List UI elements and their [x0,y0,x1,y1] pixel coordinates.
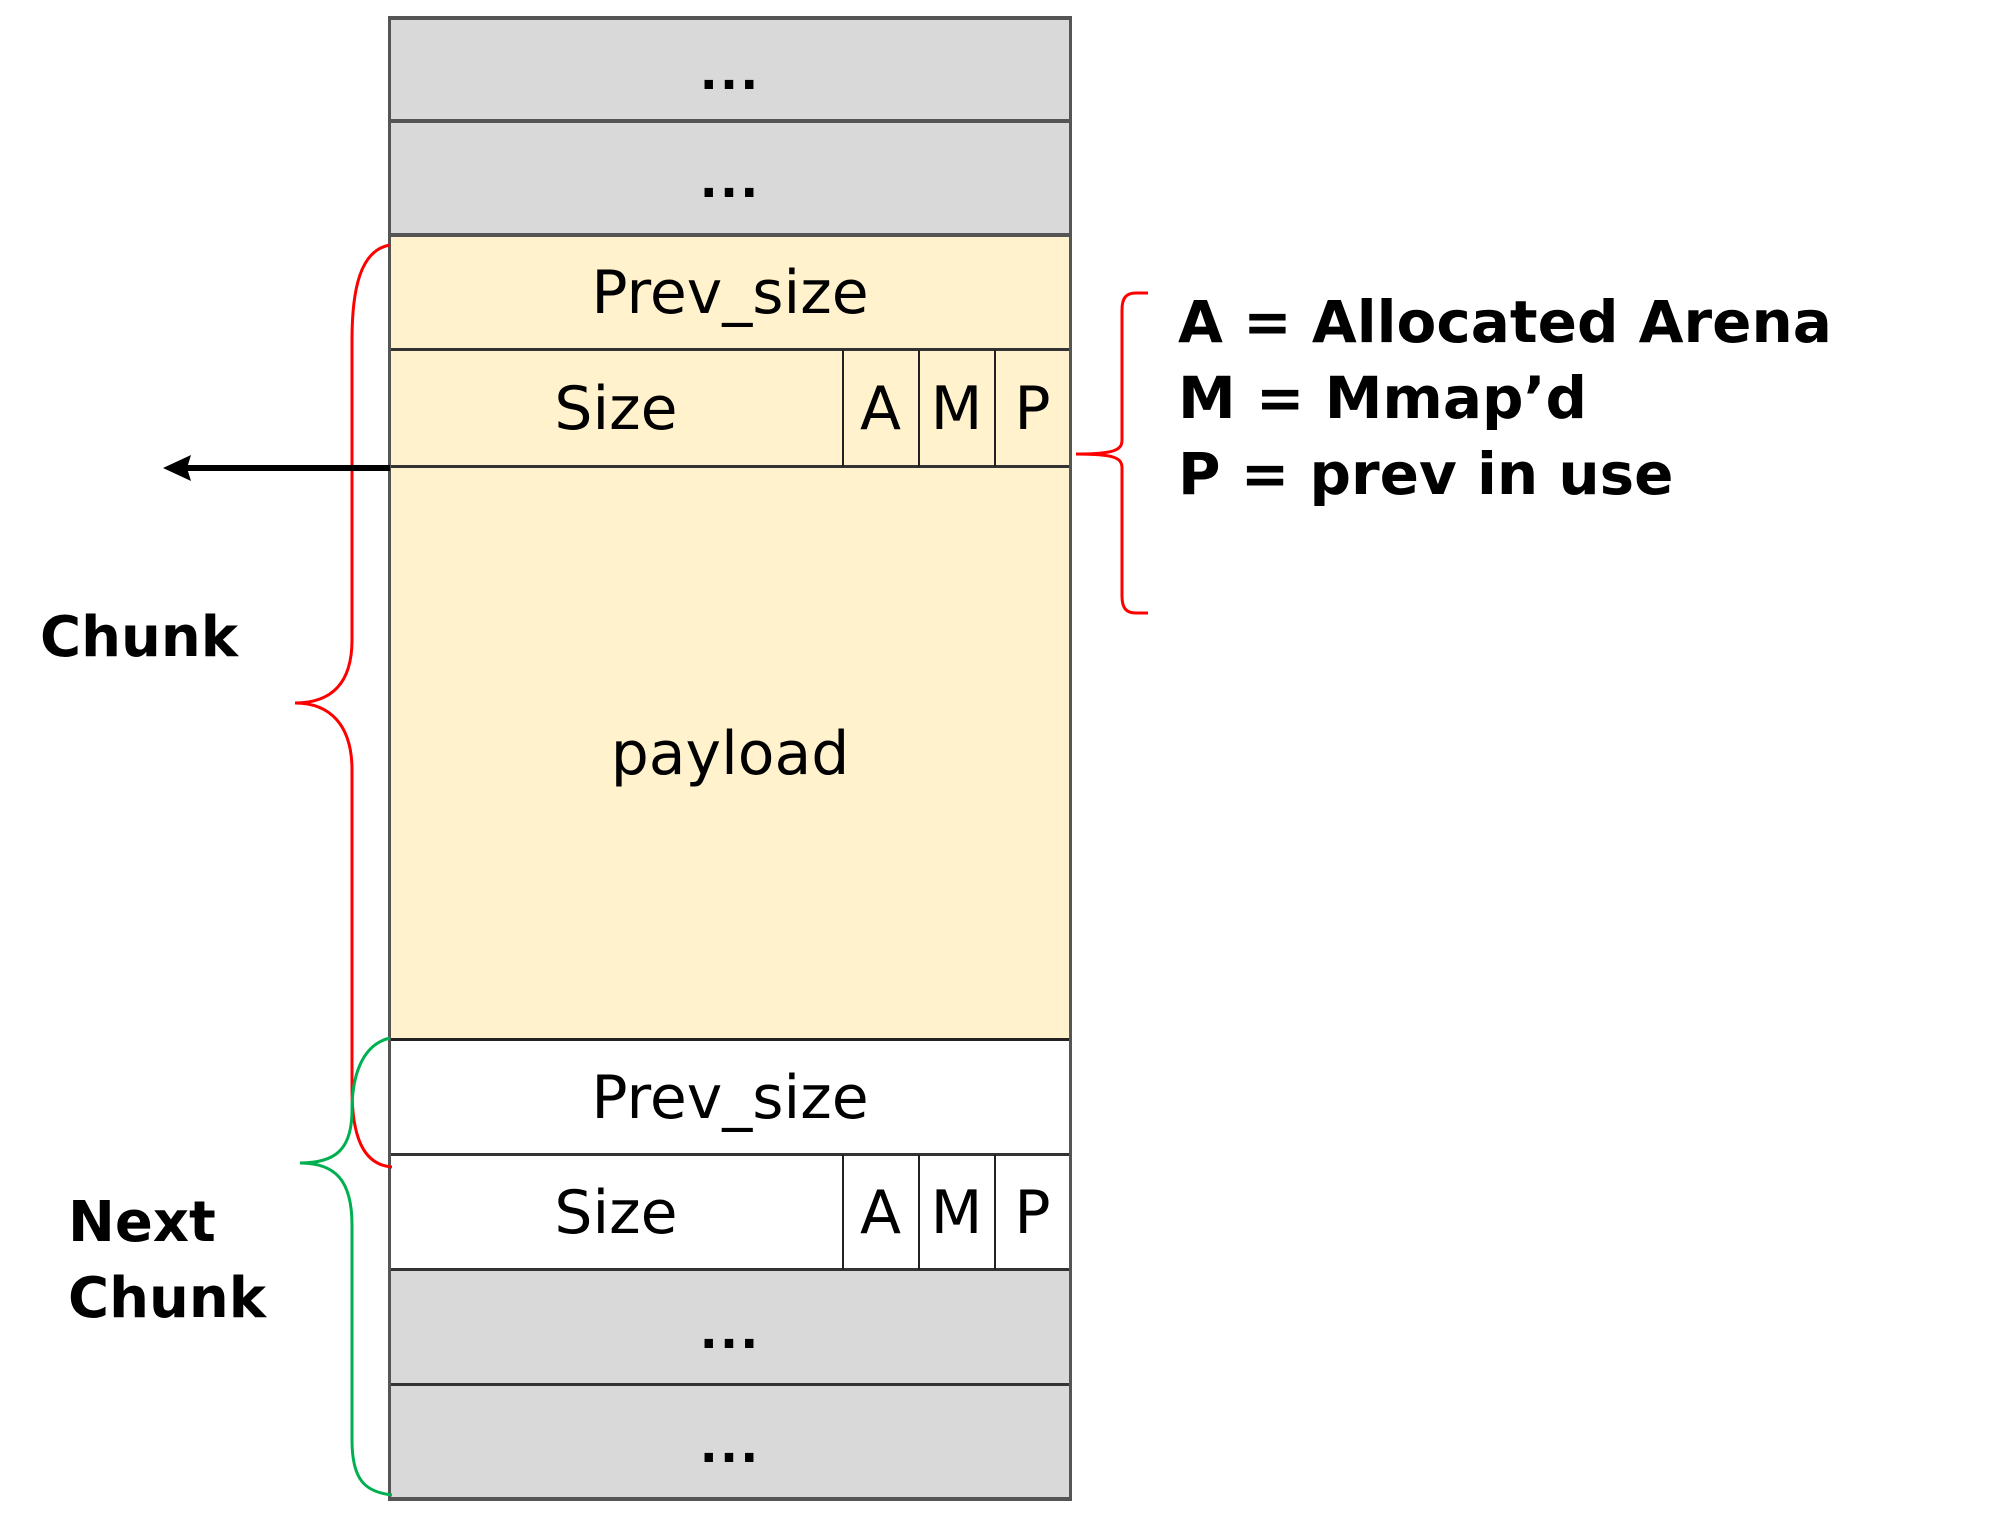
row-divider [388,465,1072,468]
flag-a: A [843,351,918,466]
filler-row-top-2: ... [390,121,1070,233]
filler-row-bottom-1: ... [390,1271,1070,1384]
ellipsis: ... [699,1303,761,1360]
flag-divider [918,350,920,467]
flag-divider [918,1155,920,1270]
row-divider [388,119,1072,123]
row-divider [388,233,1072,237]
legend-item-m: M = Mmap’d [1178,364,1588,432]
next-prev-size-field: Prev_size [390,1041,1070,1154]
payload-label: payload [610,718,850,789]
ellipsis: ... [699,1418,761,1474]
size-label: Size [554,373,678,444]
ellipsis: ... [699,44,761,101]
flag-m: M [919,351,994,466]
legend-item-p: P = prev in use [1178,440,1674,508]
flag-m-label: M [930,373,983,444]
next-flag-a: A [843,1156,918,1269]
chunk-label: Chunk [40,605,238,670]
flag-divider [994,1155,996,1270]
next-flag-p-label: P [1014,1177,1051,1248]
ellipsis: ... [699,153,761,209]
next-flag-m-label: M [930,1177,983,1248]
flag-p: P [995,351,1070,466]
legend-item-a: A = Allocated Arena [1178,288,1832,356]
filler-row-bottom-2: ... [390,1386,1070,1498]
flag-p-label: P [1014,373,1051,444]
arrow-left-icon [163,455,390,481]
row-divider [388,348,1072,351]
flag-divider [994,350,996,467]
filler-row-top-1: ... [390,18,1070,119]
size-field: Size [390,351,842,466]
flag-a-label: A [859,373,902,444]
row-divider [388,1497,1072,1501]
table-left-border [388,16,391,1501]
next-flag-p: P [995,1156,1070,1269]
row-divider [388,1153,1072,1156]
flag-divider [842,350,844,467]
next-prev-size-label: Prev_size [591,1062,869,1133]
row-divider [388,1383,1072,1386]
next-size-field: Size [390,1156,842,1269]
prev-size-field: Prev_size [390,236,1070,349]
row-divider [388,1268,1072,1271]
next-chunk-label-line1: Next [68,1190,216,1255]
next-chunk-label-line2: Chunk [68,1266,266,1331]
next-chunk-brace [299,1036,393,1497]
next-flag-a-label: A [859,1177,902,1248]
row-divider [388,1038,1072,1041]
next-flag-m: M [919,1156,994,1269]
row-divider [388,16,1072,20]
prev-size-label: Prev_size [591,257,869,328]
payload-field: payload [390,468,1070,1039]
next-size-label: Size [554,1177,678,1248]
legend-brace [1075,291,1148,615]
flag-divider [842,1155,844,1270]
chunk-brace [294,243,393,1169]
table-right-border [1069,16,1072,1501]
